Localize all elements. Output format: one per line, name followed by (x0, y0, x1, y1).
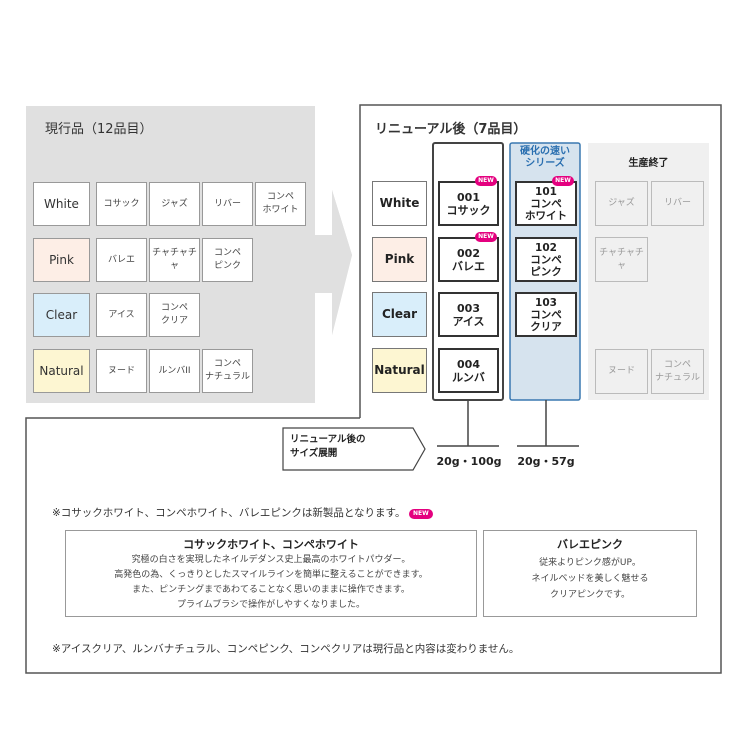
current-product: コンペ ピンク (202, 238, 253, 282)
current-product: バレエ (96, 238, 147, 282)
discontinued-product: コンペ ナチュラル (651, 349, 704, 394)
box2-body: 従来よりピンク感がUP。 ネイルベッドを美しく魅せる クリアピンクです。 (531, 558, 649, 600)
main-product: 003 アイス (438, 292, 499, 337)
pink-description-box: バレエピンク従来よりピンク感がUP。 ネイルベッドを美しく魅せる クリアピンクで… (483, 530, 697, 617)
new-badge: NEW (408, 509, 433, 519)
fast-product: 103 コンペ クリア (515, 292, 577, 337)
current-product: コンペ ナチュラル (202, 349, 253, 393)
renewal-title: リニューアル後（7品目） (375, 122, 527, 137)
box1-title: コサックホワイト、コンペホワイト (183, 538, 359, 551)
fast-product: 101 コンペ ホワイト (515, 181, 577, 226)
current-product: リバー (202, 182, 253, 226)
current-color-pink: Pink (33, 238, 90, 282)
box2-title: バレエピンク (557, 538, 623, 551)
size-label: リニューアル後の サイズ展開 (290, 434, 366, 459)
footer-note: ※アイスクリア、ルンバナチュラル、コンペピンク、コンペクリアは現行品と内容は変わ… (52, 643, 520, 655)
fast-product: 102 コンペ ピンク (515, 237, 577, 282)
renewal-color-pink: Pink (372, 237, 427, 282)
current-product: コサック (96, 182, 147, 226)
current-product: ジャズ (149, 182, 200, 226)
main-product: 001 コサック (438, 181, 499, 226)
current-color-natural: Natural (33, 349, 90, 393)
current-title: 現行品（12品目） (45, 122, 153, 137)
box1-body: 究極の白さを実現したネイルデダンス史上最高のホワイトパウダー。 高発色の為、くっ… (114, 555, 428, 610)
main-product: 004 ルンバ (438, 348, 499, 393)
discontinued-product: チャチャチャ (595, 237, 648, 282)
discontinued-product: ヌード (595, 349, 648, 394)
renewal-color-clear: Clear (372, 292, 427, 337)
current-product: チャチャチャ (149, 238, 200, 282)
fast-series-title: 硬化の速い シリーズ (520, 146, 570, 169)
discontinued-title: 生産終了 (628, 158, 669, 169)
current-color-clear: Clear (33, 293, 90, 337)
current-product: アイス (96, 293, 147, 337)
discontinued-product: ジャズ (595, 181, 648, 226)
new-note: ※コサックホワイト、コンペホワイト、バレエピンクは新製品となります。 NEW (52, 505, 433, 520)
renewal-color-white: White (372, 181, 427, 226)
renewal-color-natural: Natural (372, 348, 427, 393)
white-description-box: コサックホワイト、コンペホワイト究極の白さを実現したネイルデダンス史上最高のホワ… (65, 530, 477, 617)
current-color-white: White (33, 182, 90, 226)
new-badge: NEW (552, 176, 574, 186)
main-product: 002 バレエ (438, 237, 499, 282)
size-main: 20g・100g (436, 455, 502, 468)
current-product: コンペ クリア (149, 293, 200, 337)
current-product: コンペ ホワイト (255, 182, 306, 226)
current-product: ルンバII (149, 349, 200, 393)
size-fast: 20g・57g (517, 455, 575, 468)
discontinued-product: リバー (651, 181, 704, 226)
new-badge: NEW (475, 232, 497, 242)
new-note-text: ※コサックホワイト、コンペホワイト、バレエピンクは新製品となります。 (52, 507, 406, 519)
current-product: ヌード (96, 349, 147, 393)
new-badge: NEW (475, 176, 497, 186)
